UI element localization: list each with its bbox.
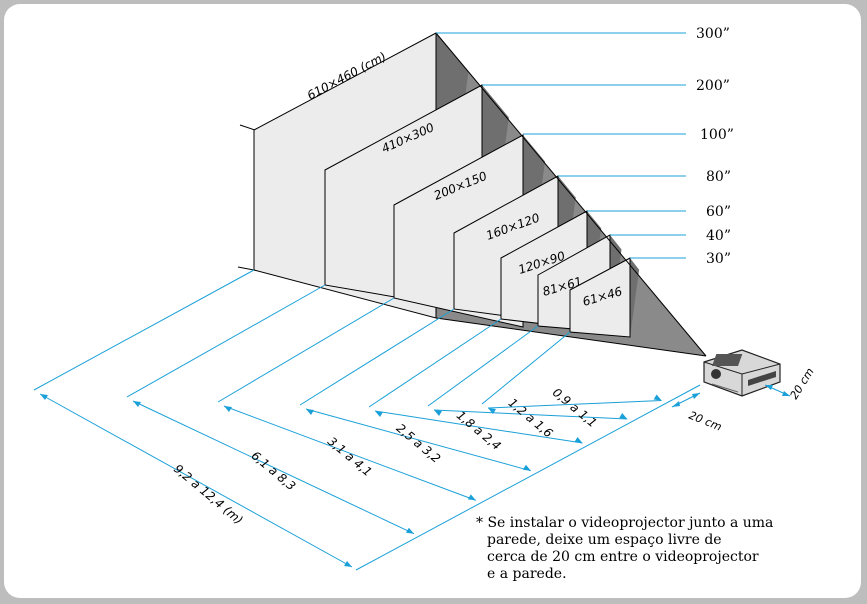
dimension-line <box>374 410 583 444</box>
dimension-line <box>305 408 532 472</box>
screen-size-label: 40” <box>706 228 731 244</box>
note-line-3: cerca de 20 cm entre o videoprojector <box>487 549 759 565</box>
extension-line <box>481 331 571 405</box>
note-line-4: e a parede. <box>487 566 567 582</box>
arrowhead <box>133 401 141 407</box>
arrowhead <box>375 411 383 417</box>
wall-baseline <box>355 384 701 571</box>
distance-label: 3,1 a 4,1 <box>325 434 375 479</box>
screen-shade <box>630 258 640 337</box>
arrowhead <box>344 561 352 567</box>
distance-label: 9,2 a 12,4 (m) <box>171 462 246 528</box>
beam-top <box>435 32 707 357</box>
extension-line <box>126 284 326 398</box>
distance-label: 2,5 a 3,2 <box>394 421 444 466</box>
dimension-line <box>132 400 415 535</box>
arrowhead <box>522 464 531 471</box>
screen-size-label: 30” <box>706 251 731 267</box>
screen-size-label: 300” <box>696 26 730 42</box>
extension-line <box>33 269 255 391</box>
screen-size-label: 80” <box>706 169 731 185</box>
arrowhead <box>765 385 773 390</box>
screens-layer: 610×460 (cm)410×300200×150160×120120×908… <box>253 32 706 356</box>
screen-size-label: 100” <box>700 127 734 143</box>
dimension-line <box>39 393 353 568</box>
extension-line <box>427 325 539 407</box>
ceiling-guide <box>239 124 256 131</box>
arrowhead <box>692 393 700 399</box>
screen-6: 61×46 <box>569 257 640 338</box>
beam-lines <box>435 32 707 357</box>
dimension-line <box>223 405 477 501</box>
screen-size-label: 200” <box>696 78 730 94</box>
arrowhead <box>40 394 48 400</box>
dimension-line <box>433 409 628 420</box>
beam-bottom <box>435 317 707 357</box>
distance-dimension-1: 6,1 a 8,3 <box>126 284 415 535</box>
arrowhead <box>434 410 442 416</box>
arrowhead <box>306 409 314 415</box>
arrowhead <box>574 437 583 444</box>
arrowhead <box>653 394 662 401</box>
arrowhead <box>672 401 680 407</box>
arrowhead <box>619 413 628 419</box>
arrowhead <box>224 406 232 412</box>
arrowhead <box>405 527 414 534</box>
arrowhead <box>467 494 476 501</box>
distance-label: 6,1 a 8,3 <box>249 448 299 493</box>
extension-line <box>217 297 395 403</box>
note-line-1: * Se instalar o videoprojector junto a u… <box>476 515 774 531</box>
distance-label: 1,2 a 1,6 <box>506 396 556 441</box>
note-line-2: parede, deixe um espaço livre de <box>487 532 722 548</box>
dimension-line <box>487 400 662 409</box>
installation-note: * Se instalar o videoprojector junto a u… <box>476 515 836 583</box>
front-clearance-label: 20 cm <box>687 409 724 434</box>
arrowhead <box>488 408 496 414</box>
arrowhead <box>782 391 790 396</box>
distance-dimension-0: 9,2 a 12,4 (m) <box>33 269 353 568</box>
size-callouts: 300” 200” 100” 80” 60” 40” 30” <box>436 26 734 267</box>
projector-icon <box>703 349 781 397</box>
side-clearance-label: 20 cm <box>788 366 817 402</box>
extension-line <box>368 318 502 408</box>
distance-label: 0,9 a 1,1 <box>550 385 600 430</box>
screen-size-label: 60” <box>706 204 731 220</box>
extension-line <box>299 308 455 406</box>
distance-label: 1,8 a 2,4 <box>454 408 504 453</box>
distance-dimensions: 9,2 a 12,4 (m)6,1 a 8,3 3,1 a 4,1 2,5 a 3,… <box>33 269 701 571</box>
screen-surface <box>569 257 631 338</box>
